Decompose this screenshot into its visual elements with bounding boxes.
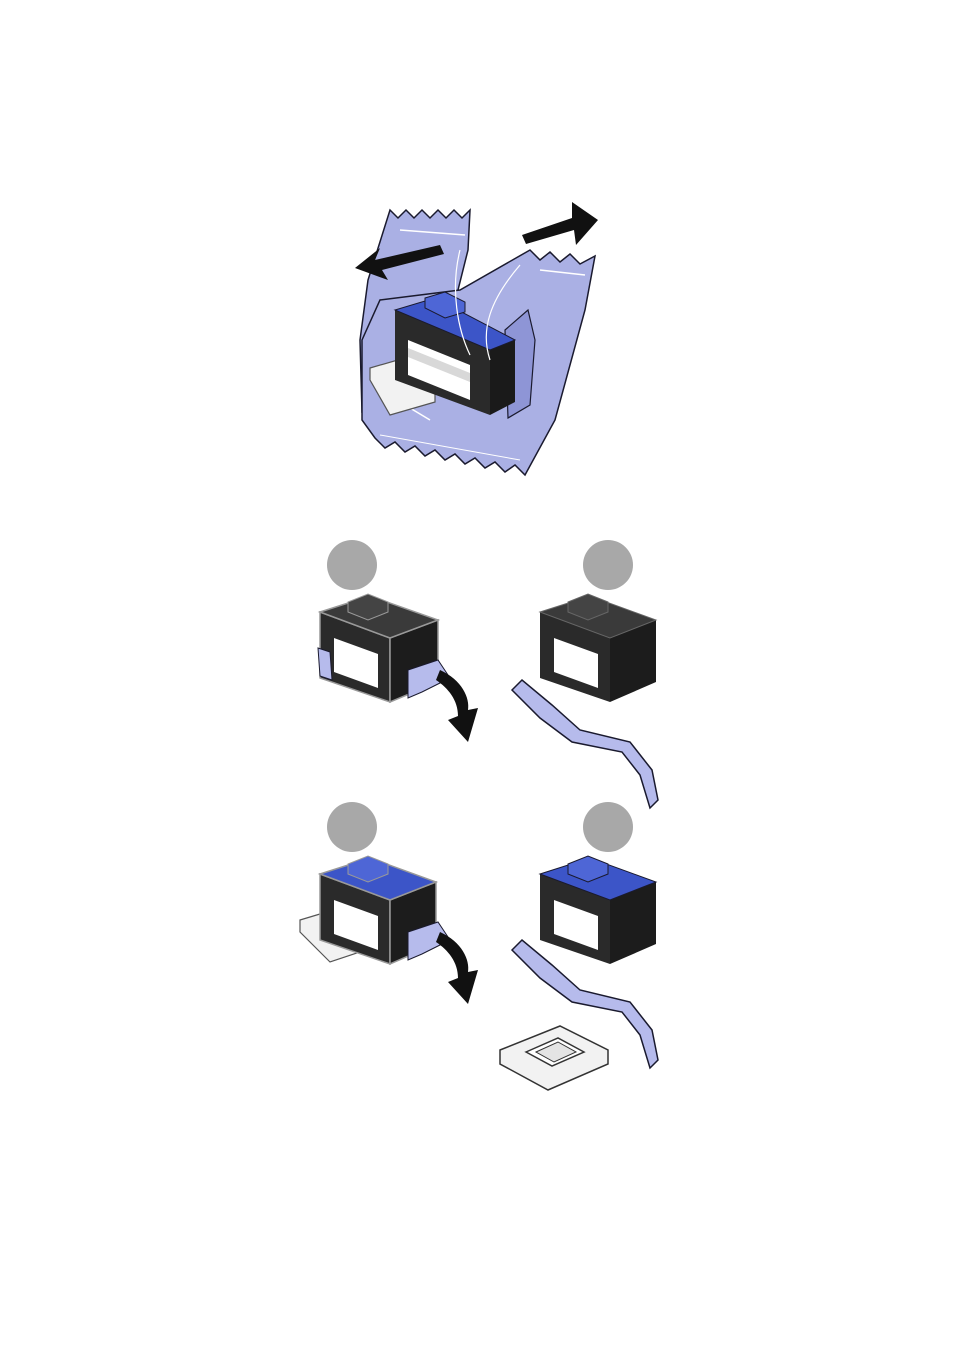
pull-arrow-icon (436, 670, 478, 742)
step-marker-circle (327, 802, 377, 852)
removed-tape (512, 680, 658, 808)
step-3-color-cartridge-pull-tape (300, 802, 478, 1004)
remove-tape-steps-illustration (290, 530, 690, 1110)
step-1-black-cartridge-pull-tape (318, 540, 478, 742)
cartridge-unwrap-illustration (340, 190, 620, 490)
step-marker-circle (583, 540, 633, 590)
cartridge-side (490, 340, 515, 415)
tape-strip (318, 648, 332, 680)
pull-right-arrow-icon (522, 202, 598, 245)
step-2-black-cartridge-tape-removed (512, 540, 658, 808)
step-4-color-cartridge-tape-and-stopper-removed (500, 802, 658, 1090)
step-marker-circle (327, 540, 377, 590)
pull-arrow-icon (436, 932, 478, 1004)
step-marker-circle (583, 802, 633, 852)
